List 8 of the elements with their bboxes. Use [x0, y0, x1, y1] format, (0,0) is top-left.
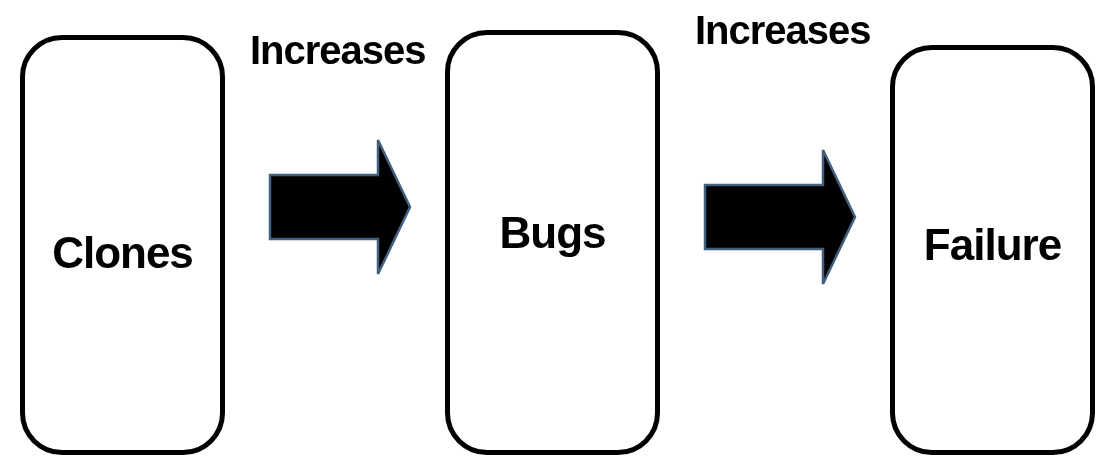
node-label: Bugs — [499, 207, 606, 258]
rounded-box — [445, 30, 660, 455]
block-arrow — [268, 138, 412, 276]
rounded-box — [20, 35, 225, 455]
node-label: Failure — [923, 220, 1062, 270]
block-arrow — [703, 148, 857, 286]
node-label: Clones — [52, 228, 193, 278]
rounded-box — [890, 45, 1095, 455]
